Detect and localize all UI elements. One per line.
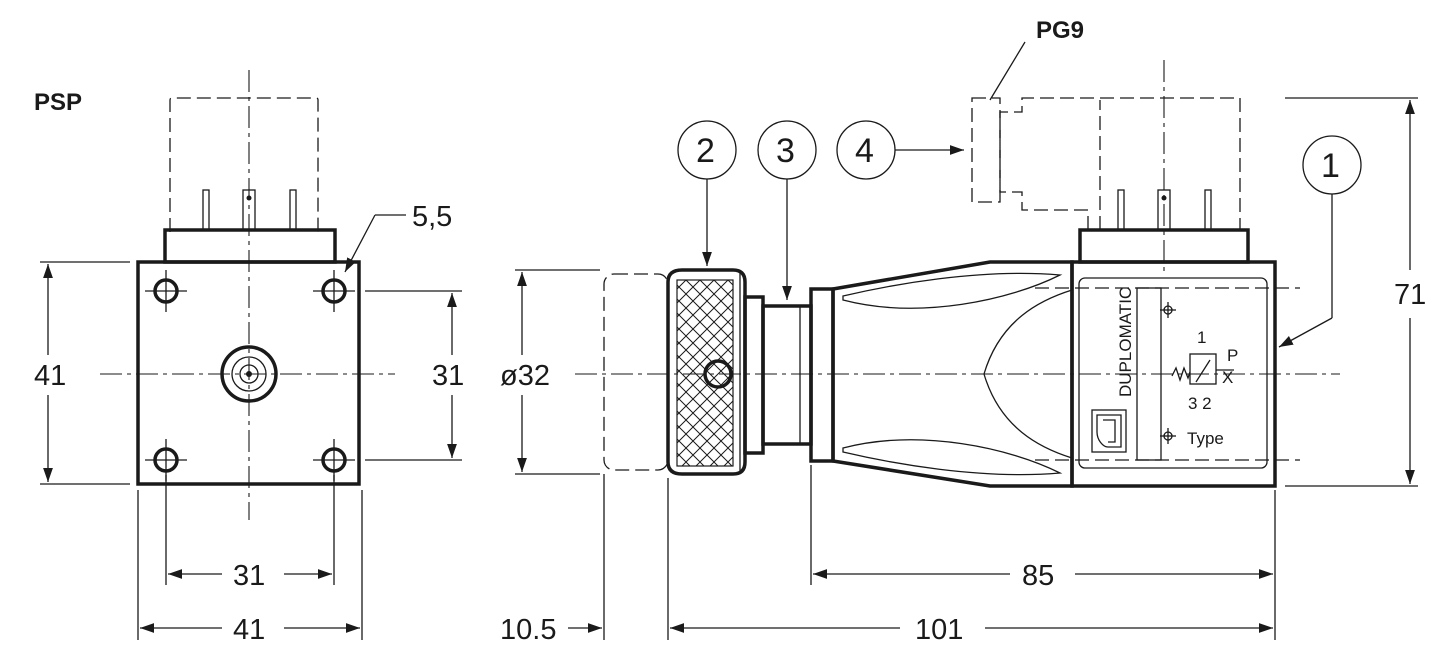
neck-ring: [743, 295, 765, 455]
nameplate: [1078, 277, 1268, 469]
svg-text:3: 3: [776, 132, 795, 170]
dim-hole-diameter: 5,5: [412, 201, 452, 233]
dim-knob-offset: 10.5: [500, 614, 556, 646]
connector-pin: [202, 189, 210, 231]
svg-text:2: 2: [696, 132, 715, 170]
knob-outline-dashed: [603, 273, 669, 471]
svg-text:3 2: 3 2: [1188, 394, 1212, 413]
body-curve: [983, 289, 1073, 459]
brand-label: DUPLOMATIC: [1116, 287, 1135, 397]
connector-pin: [1157, 189, 1171, 231]
svg-text:4: 4: [855, 132, 874, 170]
dim-body-length: 85: [1022, 560, 1054, 592]
dim-overall-height: 71: [1394, 279, 1426, 311]
valve-symbol: [1189, 353, 1217, 385]
type-label: Type: [1187, 429, 1224, 448]
callouts: 2 3 4 1 PG9: [677, 17, 1362, 348]
brand-logo-box: [1091, 409, 1127, 453]
brand-logo-mark: [1096, 414, 1122, 448]
svg-text:P: P: [1227, 346, 1238, 365]
side-view: DUPLOMATIC 1 P X 3 2 Type: [575, 60, 1340, 488]
connector-pin: [289, 189, 297, 231]
dim-hole-pitch-vertical: 31: [432, 360, 464, 392]
connector-base: [163, 228, 337, 264]
dim-overall-length: 101: [915, 614, 963, 646]
view-title: PSP: [34, 89, 82, 116]
dim-knob-diameter: ø32: [500, 360, 550, 392]
body-flange: [809, 287, 835, 463]
connector-pin: [1117, 189, 1125, 231]
svg-text:1: 1: [1321, 147, 1340, 185]
dim-front-height: 41: [34, 360, 66, 392]
knurled-knob: [666, 268, 747, 476]
side-dimensions: ø32 71 85 10.5 101: [500, 97, 1426, 646]
body-groove-bottom: [842, 439, 1063, 476]
svg-text:1: 1: [1197, 328, 1206, 347]
connector-pin: [1204, 189, 1212, 231]
body-groove-top: [842, 272, 1063, 309]
front-dimensions: 5,5 41 31 31 41: [34, 201, 464, 646]
svg-text:X: X: [1222, 368, 1233, 387]
pg9-label: PG9: [1036, 17, 1084, 44]
knob-screw: [703, 359, 733, 389]
plug-outline-dashed: [999, 97, 1241, 230]
dim-front-width: 41: [233, 614, 265, 646]
connector-outline-dashed: [169, 97, 319, 232]
stem-tube: [761, 304, 813, 446]
front-view: [100, 70, 395, 520]
dim-hole-pitch-horizontal: 31: [233, 560, 265, 592]
cable-gland-dashed: [971, 97, 1001, 203]
